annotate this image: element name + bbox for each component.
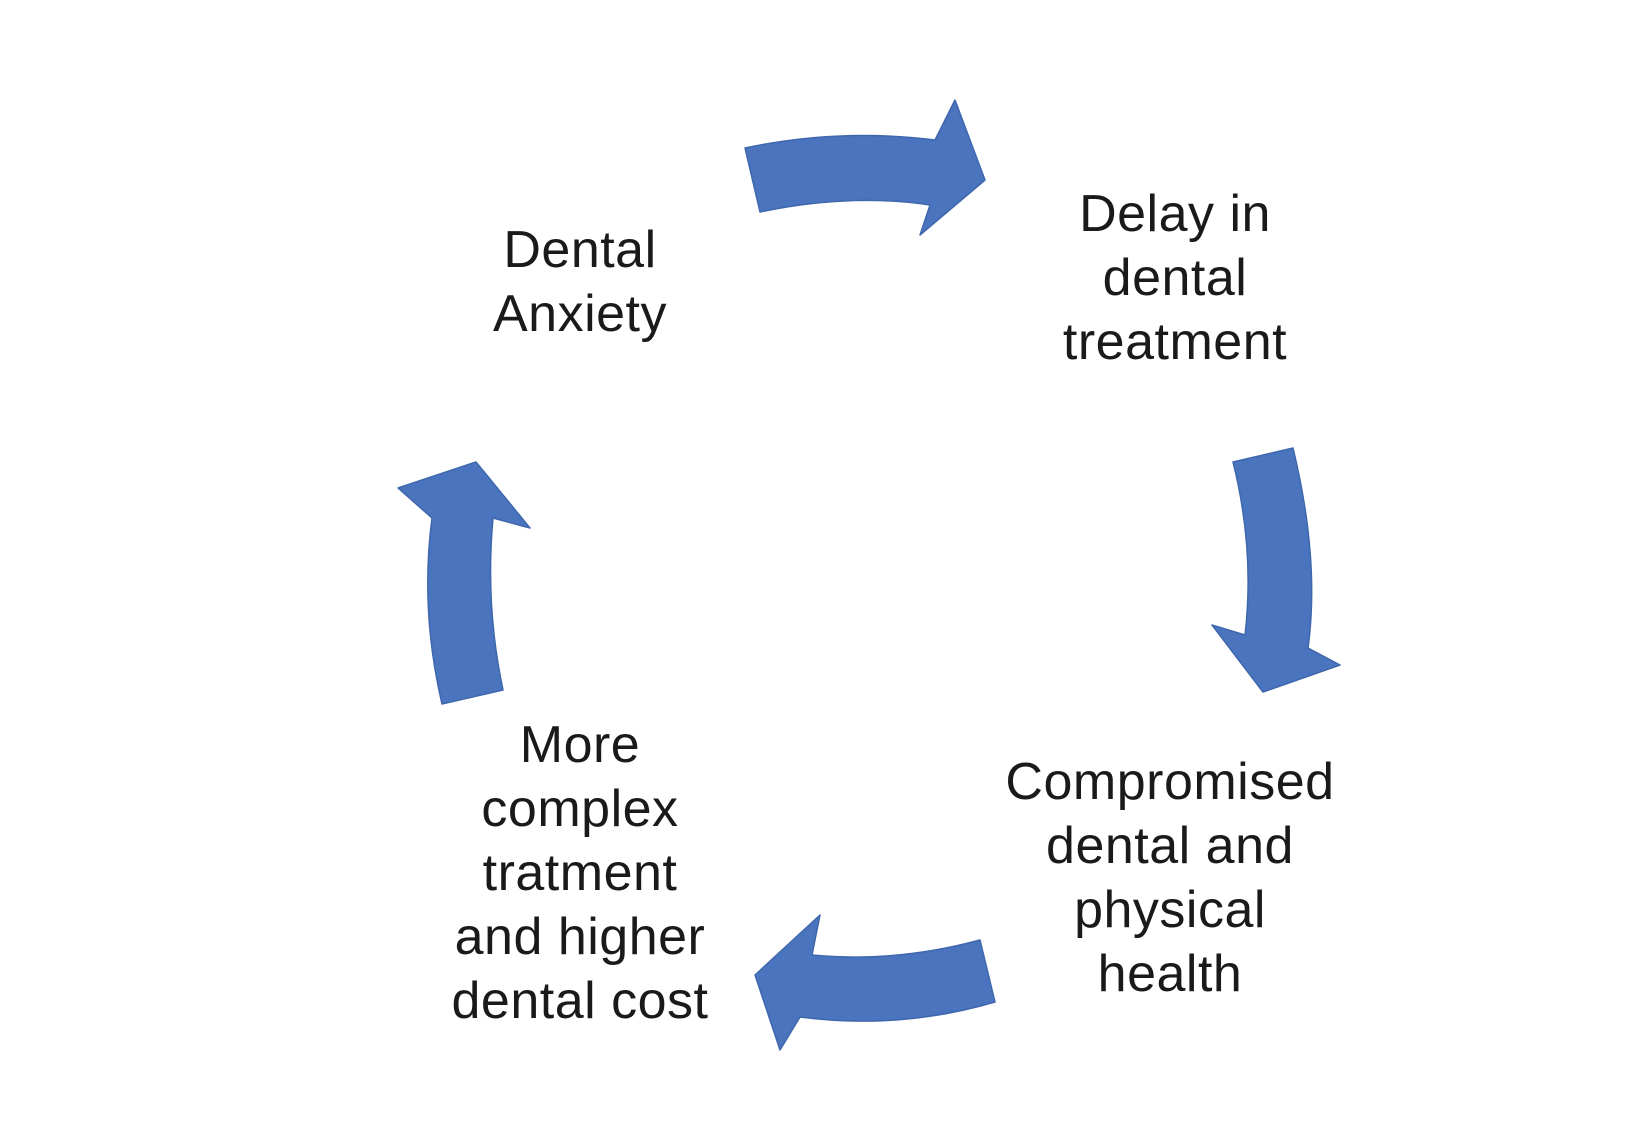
- node-label-line: tratment: [482, 844, 678, 902]
- node-label-line: dental cost: [451, 972, 709, 1030]
- node-label-line: Compromised: [1005, 753, 1335, 811]
- node-label-line: More: [519, 716, 641, 774]
- node-complex-treatment: More complex tratment and higher dental …: [420, 713, 740, 1033]
- node-label-line: Delay in: [1079, 185, 1271, 243]
- node-label-line: dental: [1102, 249, 1248, 307]
- node-compromised-health: Compromised dental and physical health: [990, 750, 1350, 1006]
- node-label-line: complex: [481, 780, 679, 838]
- arrow-anxiety-to-delay: [744, 99, 986, 236]
- arrow-delay-to-compromised: [1211, 447, 1341, 693]
- node-delay-treatment: Delay in dental treatment: [1015, 182, 1335, 374]
- arrow-compromised-to-complex: [754, 914, 996, 1051]
- arrow-complex-to-anxiety: [397, 461, 531, 705]
- node-label-line: and higher: [454, 908, 706, 966]
- node-label-line: Anxiety: [492, 285, 668, 343]
- node-label-line: health: [1097, 945, 1243, 1003]
- node-dental-anxiety: Dental Anxiety: [430, 218, 730, 346]
- node-label-line: physical: [1074, 881, 1266, 939]
- node-label-line: Dental: [503, 221, 657, 279]
- node-label-line: dental and: [1046, 817, 1294, 875]
- node-label-line: treatment: [1062, 313, 1288, 371]
